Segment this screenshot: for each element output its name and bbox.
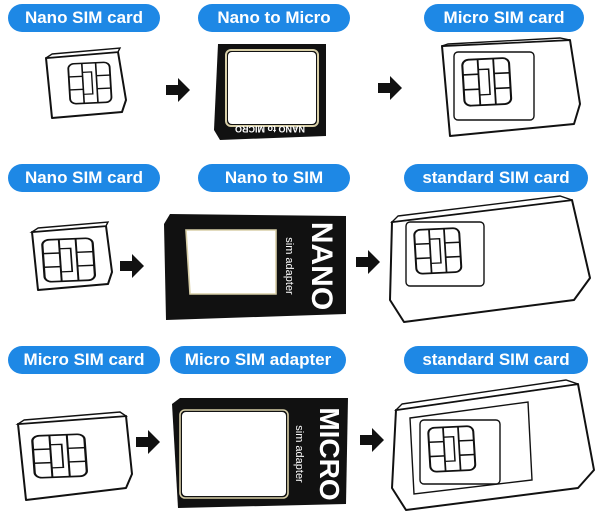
nano-to-micro-adapter: NANO to MICRO xyxy=(214,44,326,140)
label-row1-middle: Nano to Micro xyxy=(198,4,350,32)
label-row2-middle: Nano to SIM xyxy=(198,164,350,192)
arrow-icon xyxy=(120,254,144,278)
label-row3-middle: Micro SIM adapter xyxy=(170,346,346,374)
arrow-icon xyxy=(136,430,160,454)
arrow-icon xyxy=(360,428,384,452)
label-row3-left: Micro SIM card xyxy=(8,346,160,374)
standard-sim-card-row3 xyxy=(391,379,595,511)
adapter-imprint-text: NANO xyxy=(305,222,338,310)
nano-sim-card-row1 xyxy=(45,47,127,119)
nano-to-sim-adapter: NANO sim adapter xyxy=(164,214,346,320)
adapter-imprint-text: MICRO xyxy=(314,407,345,500)
micro-sim-card-row1 xyxy=(441,37,581,137)
label-row1-right: Micro SIM card xyxy=(424,4,584,32)
arrow-icon xyxy=(356,250,380,274)
adapter-imprint-text: NANO to MICRO xyxy=(235,124,305,134)
label-row2-right: standard SIM card xyxy=(404,164,588,192)
standard-sim-card-row2 xyxy=(389,195,591,323)
arrow-icon xyxy=(166,78,190,102)
micro-sim-card-row3 xyxy=(15,411,133,501)
label-row1-left: Nano SIM card xyxy=(8,4,160,32)
label-row2-left: Nano SIM card xyxy=(8,164,160,192)
micro-sim-adapter: MICRO sim adapter xyxy=(172,398,348,508)
nano-sim-card-row2 xyxy=(29,221,113,291)
arrow-icon xyxy=(378,76,402,100)
adapter-imprint-subtext: sim adapter xyxy=(283,237,295,295)
label-row3-right: standard SIM card xyxy=(404,346,588,374)
adapter-imprint-subtext: sim adapter xyxy=(293,425,305,483)
